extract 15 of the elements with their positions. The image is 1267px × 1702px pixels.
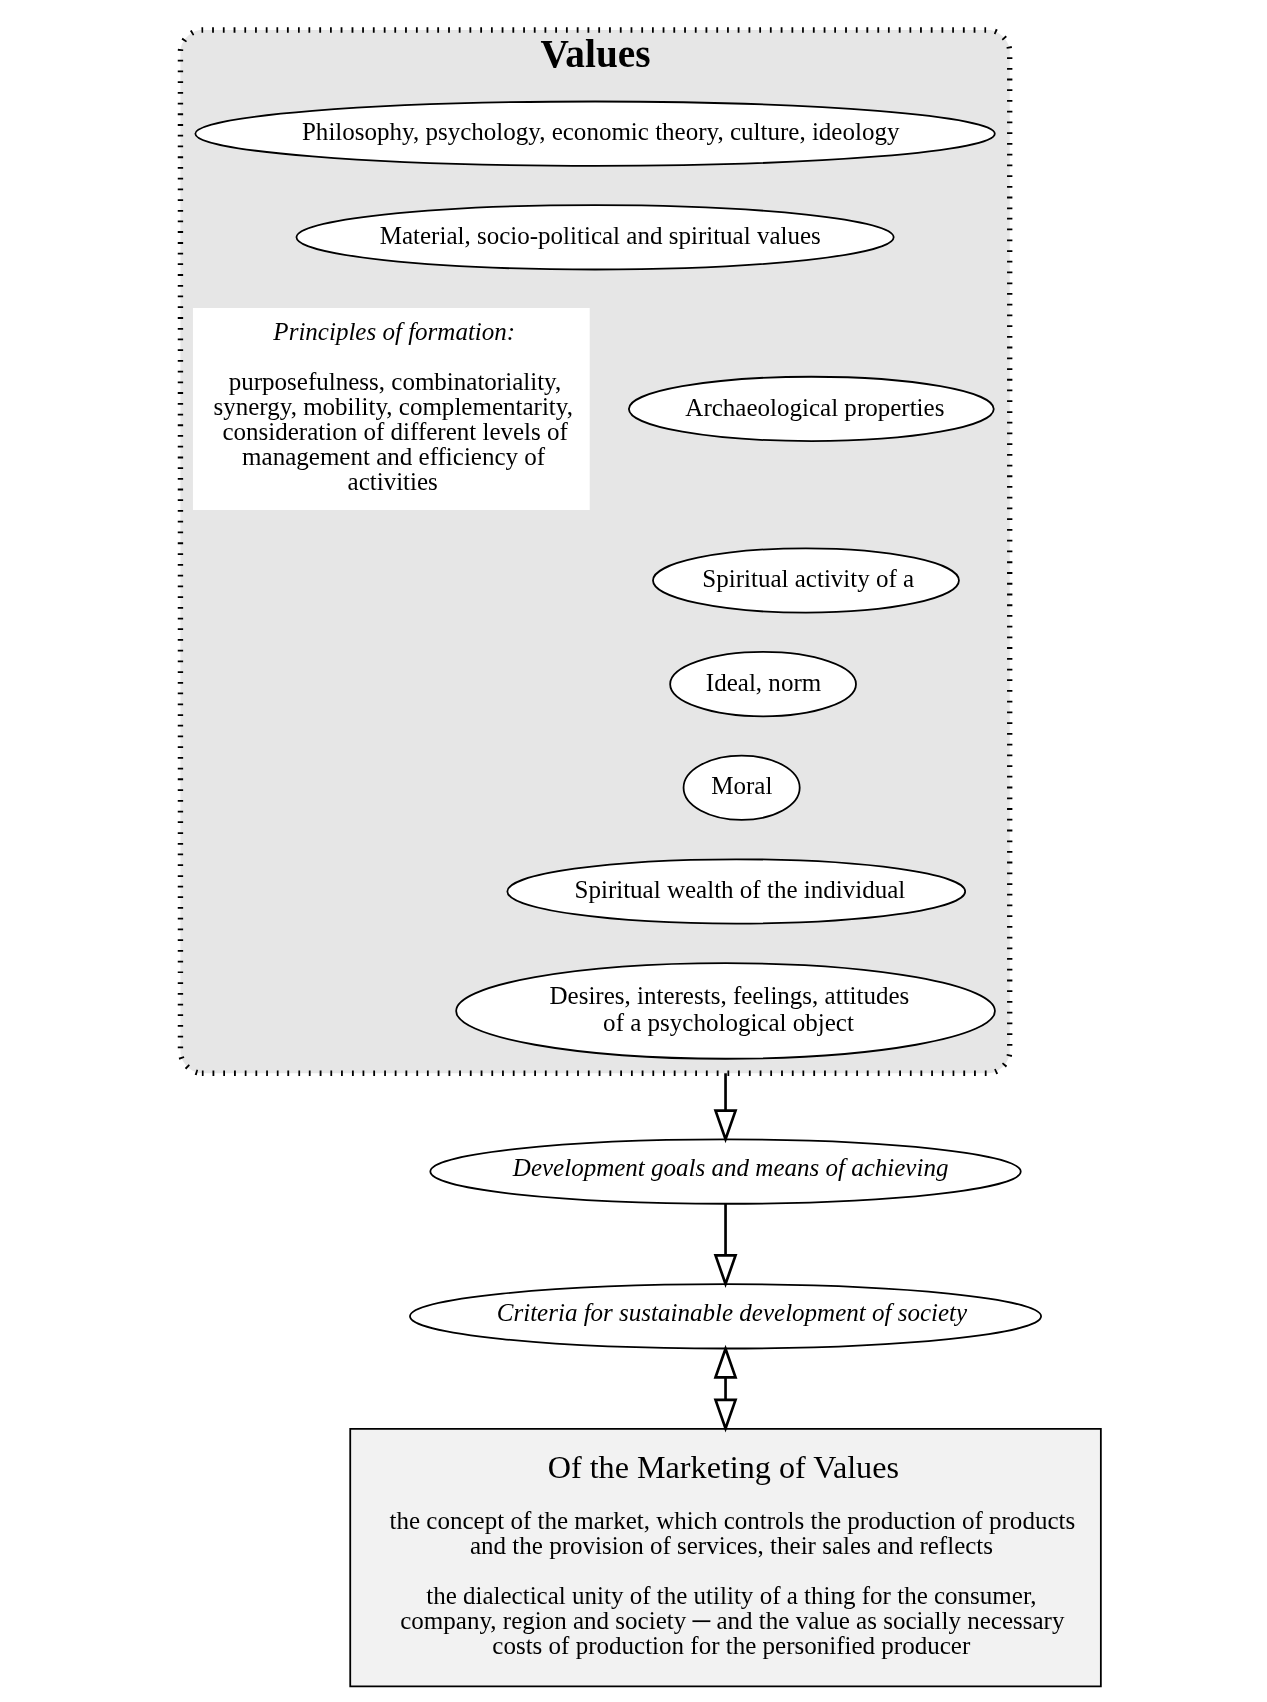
node-ellipse: Spiritual activity of a xyxy=(652,547,960,614)
node-ellipse: Development goals and means of achieving xyxy=(429,1138,1022,1205)
arrow xyxy=(713,1073,738,1144)
node-ellipse: Ideal, norm xyxy=(669,651,857,718)
node-ellipse: Desires, interests, feelings, attitudes of a psychological object xyxy=(455,962,996,1060)
node-ellipse: Criteria for sustainable development of society xyxy=(409,1283,1042,1350)
node-ellipse: Moral xyxy=(682,754,801,821)
arrow xyxy=(713,1204,738,1289)
node-ellipse: Spiritual wealth of the individual xyxy=(506,858,967,925)
node-ellipse: Archaeological properties xyxy=(628,375,995,442)
node-box: Of the Marketing of Values the concept of the market, which controls the production of products and the provision of services, their sales and reflects the dialectical unity of the utility of a thing for the consumer, company, region and society ─ and the value as socially necessary costs of production for the personified producer xyxy=(349,1428,1102,1688)
node-ellipse: Material, socio-political and spiritual values xyxy=(295,204,895,271)
node-ellipse: Philosophy, psychology, economic theory, culture, ideology xyxy=(194,100,996,167)
arrow xyxy=(713,1344,738,1433)
node-box: Principles of formation: purposefulness, combinatoriality, synergy, mobility, complementarity, consideration of different levels of management and efficiency of activities xyxy=(192,307,590,510)
